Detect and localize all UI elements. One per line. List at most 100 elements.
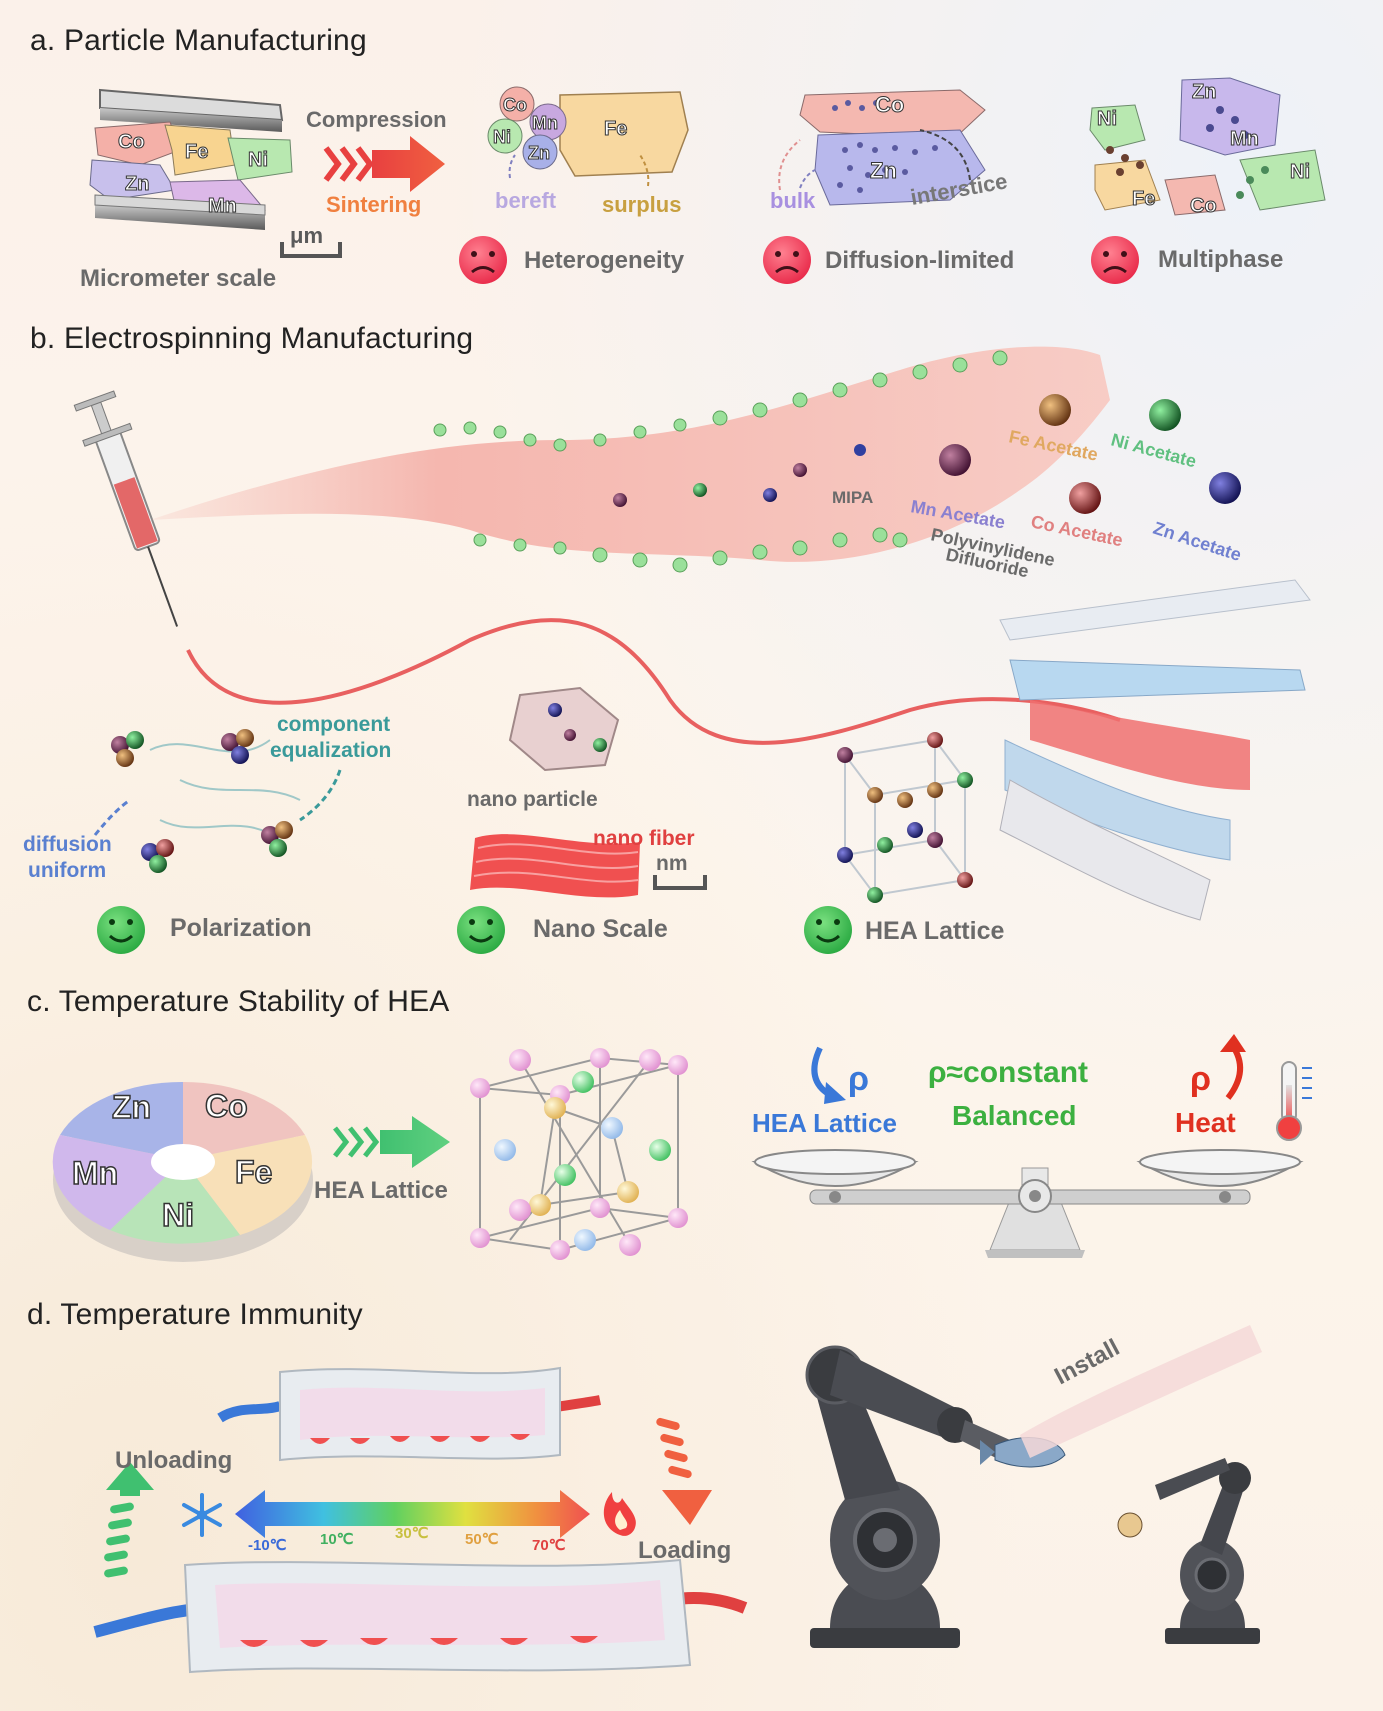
temperature-gradient-arrow	[235, 1490, 590, 1538]
thermometer-icon	[1276, 1061, 1312, 1141]
rho-left: ρ	[848, 1060, 869, 1098]
nano-fiber-label: nano fiber	[593, 827, 695, 850]
ni-acetate-label: Ni Acetate	[1109, 430, 1199, 472]
sintering-label: Sintering	[326, 192, 421, 217]
pie-fe: Fe	[235, 1154, 272, 1190]
temp-4: 50℃	[465, 1531, 499, 1548]
het-zn: Zn	[528, 143, 550, 163]
fiber-thread	[186, 618, 1121, 745]
section-b-title: b. Electrospinning Manufacturing	[30, 322, 474, 355]
temp-1: -10℃	[248, 1537, 287, 1554]
section-d-title: d. Temperature Immunity	[27, 1298, 363, 1331]
nano-particle-label: nano particle	[467, 788, 598, 811]
mipa-label: MIPA	[832, 488, 873, 507]
diff-co: Co	[875, 92, 904, 117]
bereft-label: bereft	[495, 188, 557, 213]
diffusion-label-2: uniform	[28, 859, 106, 882]
het-mn: Mn	[532, 113, 558, 133]
sensor-pad-bottom	[93, 1558, 748, 1674]
multiphase-cluster: Ni Zn Mn Fe Co Ni	[1089, 77, 1326, 218]
up-curve-arrow-icon	[1220, 1034, 1246, 1100]
section-c-title: c. Temperature Stability of HEA	[27, 985, 450, 1018]
compression-arrow	[323, 136, 445, 192]
temp-2: 10℃	[320, 1531, 354, 1548]
diffusion-label-1: diffusion	[23, 833, 112, 856]
robot-arm-large	[805, 1345, 1010, 1648]
sad-face-icon	[459, 236, 507, 284]
elem-ni: Ni	[248, 149, 268, 171]
mp-co: Co	[1190, 195, 1217, 217]
hea-lattice-c-label: HEA Lattice	[752, 1108, 897, 1138]
happy-face-icon	[804, 906, 852, 954]
temp-3: 30℃	[395, 1525, 429, 1542]
section-a-title: a. Particle Manufacturing	[30, 24, 367, 57]
down-curve-arrow-icon	[811, 1046, 846, 1104]
balance-scale	[751, 1149, 1304, 1258]
heterogeneity-label: Heterogeneity	[524, 247, 685, 274]
rho-right: ρ	[1190, 1060, 1211, 1098]
surplus-label: surplus	[602, 192, 681, 217]
polarization-label: Polarization	[170, 914, 312, 942]
snowflake-icon	[182, 1493, 222, 1537]
pie-zn: Zn	[112, 1089, 151, 1125]
loading-arrow-icon	[656, 1417, 712, 1525]
multiphase-label: Multiphase	[1158, 246, 1283, 273]
het-fe: Fe	[604, 118, 627, 140]
um-unit: μm	[290, 223, 323, 248]
temp-5: 70℃	[532, 1537, 566, 1554]
heterogeneity-cluster: Co Mn Ni Zn Fe	[487, 86, 689, 187]
hea-lattice-b	[843, 738, 967, 897]
install-label: Install	[1050, 1334, 1124, 1390]
elem-zn: Zn	[125, 173, 149, 195]
pie-ni: Ni	[162, 1197, 194, 1233]
mp-ni2: Ni	[1290, 161, 1310, 183]
unloading-arrow-icon	[104, 1462, 154, 1578]
sad-face-icon	[1091, 236, 1139, 284]
component-label-1: component	[277, 713, 390, 736]
rho-constant-label: ρ≈constant	[928, 1056, 1088, 1089]
mp-fe: Fe	[1132, 188, 1155, 210]
het-ni: Ni	[493, 127, 511, 147]
robot-arm-small	[1117, 1458, 1260, 1644]
elem-fe: Fe	[185, 141, 208, 163]
green-arrow-icon	[333, 1116, 450, 1168]
diffusion-limited-label: Diffusion-limited	[825, 247, 1014, 274]
compression-label: Compression	[306, 107, 447, 132]
nano-fiber-icon	[470, 834, 707, 898]
heat-label: Heat	[1175, 1107, 1236, 1138]
happy-face-icon	[457, 906, 505, 954]
fiber-jet	[150, 346, 1110, 562]
press-assembly: Co Fe Ni Zn Mn	[89, 88, 342, 258]
het-co: Co	[503, 95, 527, 115]
sad-face-icon	[763, 236, 811, 284]
elem-co: Co	[118, 131, 145, 153]
fire-icon	[603, 1492, 636, 1536]
hea-lattice-b-atoms	[837, 732, 973, 903]
micrometer-scale-label: Micrometer scale	[80, 265, 276, 292]
elem-mn: Mn	[208, 195, 237, 217]
cube-lattice-atoms	[470, 1048, 688, 1260]
hea-lattice-b-label: HEA Lattice	[865, 917, 1004, 945]
install-sensor-strip	[1020, 1325, 1262, 1458]
component-label-2: equalization	[270, 739, 391, 762]
acetate-molecules	[613, 394, 1241, 514]
fiber-mats	[999, 579, 1311, 921]
zn-acetate-label: Zn Acetate	[1151, 518, 1244, 565]
mp-zn: Zn	[1192, 81, 1216, 103]
unloading-label: Unloading	[115, 1447, 232, 1474]
diff-zn: Zn	[870, 158, 897, 183]
mp-mn: Mn	[1230, 128, 1259, 150]
co-acetate-label: Co Acetate	[1029, 511, 1124, 550]
bulk-label: bulk	[770, 188, 816, 213]
polarization-cluster	[93, 729, 342, 873]
nano-particle-icon	[508, 686, 620, 772]
element-ring	[52, 1081, 313, 1262]
hea-lattice-arrow-label: HEA Lattice	[314, 1177, 448, 1204]
pie-co: Co	[205, 1088, 248, 1124]
nm-unit: nm	[656, 852, 688, 875]
pie-mn: Mn	[72, 1155, 118, 1191]
syringe-icon	[73, 390, 179, 627]
mp-ni1: Ni	[1097, 108, 1117, 130]
